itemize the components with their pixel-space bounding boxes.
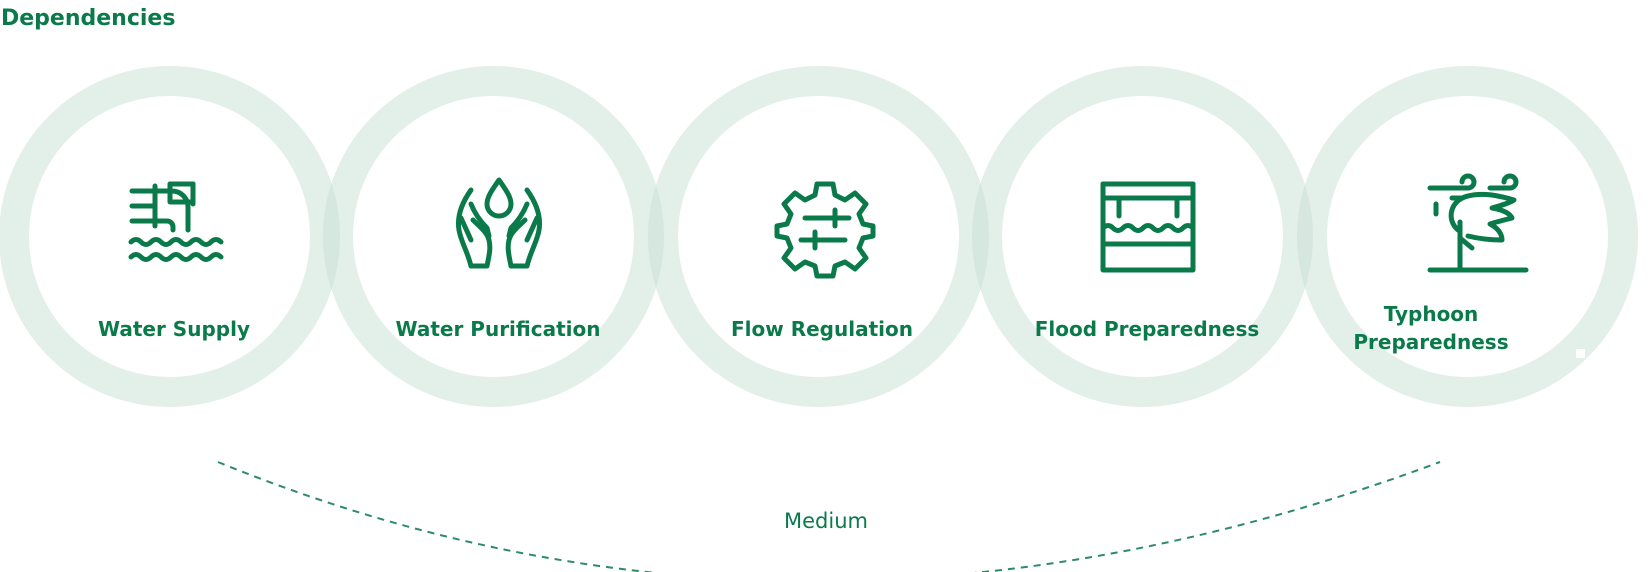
- label-flow-regulation: Flow Regulation: [731, 317, 913, 341]
- gear-sliders-icon: [774, 178, 876, 279]
- label-water-supply: Water Supply: [98, 317, 250, 341]
- ring-gap: [1576, 349, 1585, 358]
- label-flood-preparedness: Flood Preparedness: [1034, 317, 1260, 341]
- label-water-purification: Water Purification: [395, 317, 601, 341]
- wind-tree-icon: [1427, 173, 1529, 278]
- water-pipe-icon: [127, 178, 227, 278]
- label-typhoon-preparedness: Typhoon Preparedness: [1353, 302, 1509, 354]
- diagram-title: Dependencies: [1, 6, 176, 31]
- flood-barrier-icon: [1099, 178, 1199, 278]
- hands-water-drop-icon: [449, 177, 549, 278]
- dependency-level: Medium: [784, 509, 868, 533]
